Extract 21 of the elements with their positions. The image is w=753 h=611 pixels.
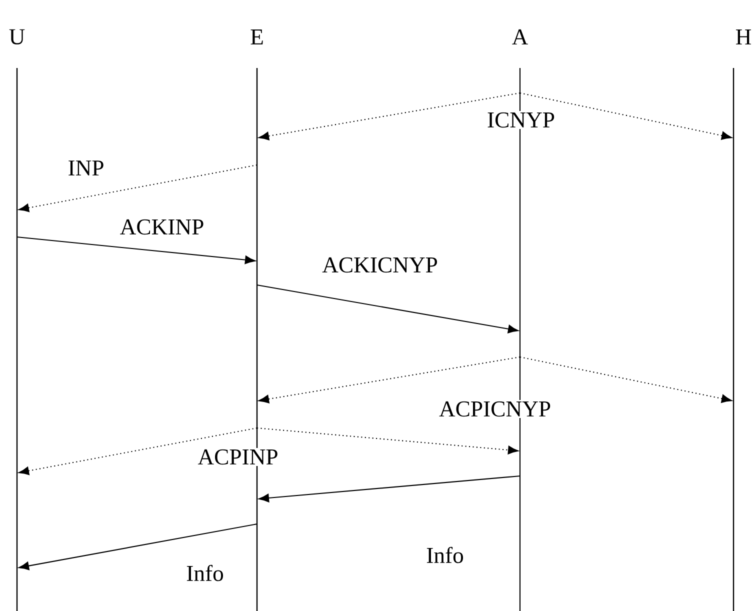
arrow [256, 284, 518, 334]
lifeline: U [9, 29, 25, 611]
edge-label: ACPINP [196, 448, 280, 466]
arrow [18, 523, 258, 570]
edge-label: INP [66, 159, 106, 177]
arrow [16, 236, 256, 264]
arrow [18, 427, 258, 476]
arrow [258, 475, 520, 502]
edge-label: Info [184, 564, 226, 582]
arrow [258, 356, 520, 404]
edge-label: ACKINP [118, 218, 206, 236]
arrow [258, 92, 520, 140]
arrow [520, 92, 732, 140]
edge-label: ACPICNYP [438, 400, 552, 418]
edge-label: ACKICNYP [320, 256, 440, 274]
arrow [18, 164, 258, 212]
edge-label: ICNYP [486, 111, 556, 129]
lifeline: H [732, 30, 752, 611]
arrow [256, 427, 518, 454]
arrow [520, 356, 732, 403]
edge-label: Info [424, 546, 466, 564]
